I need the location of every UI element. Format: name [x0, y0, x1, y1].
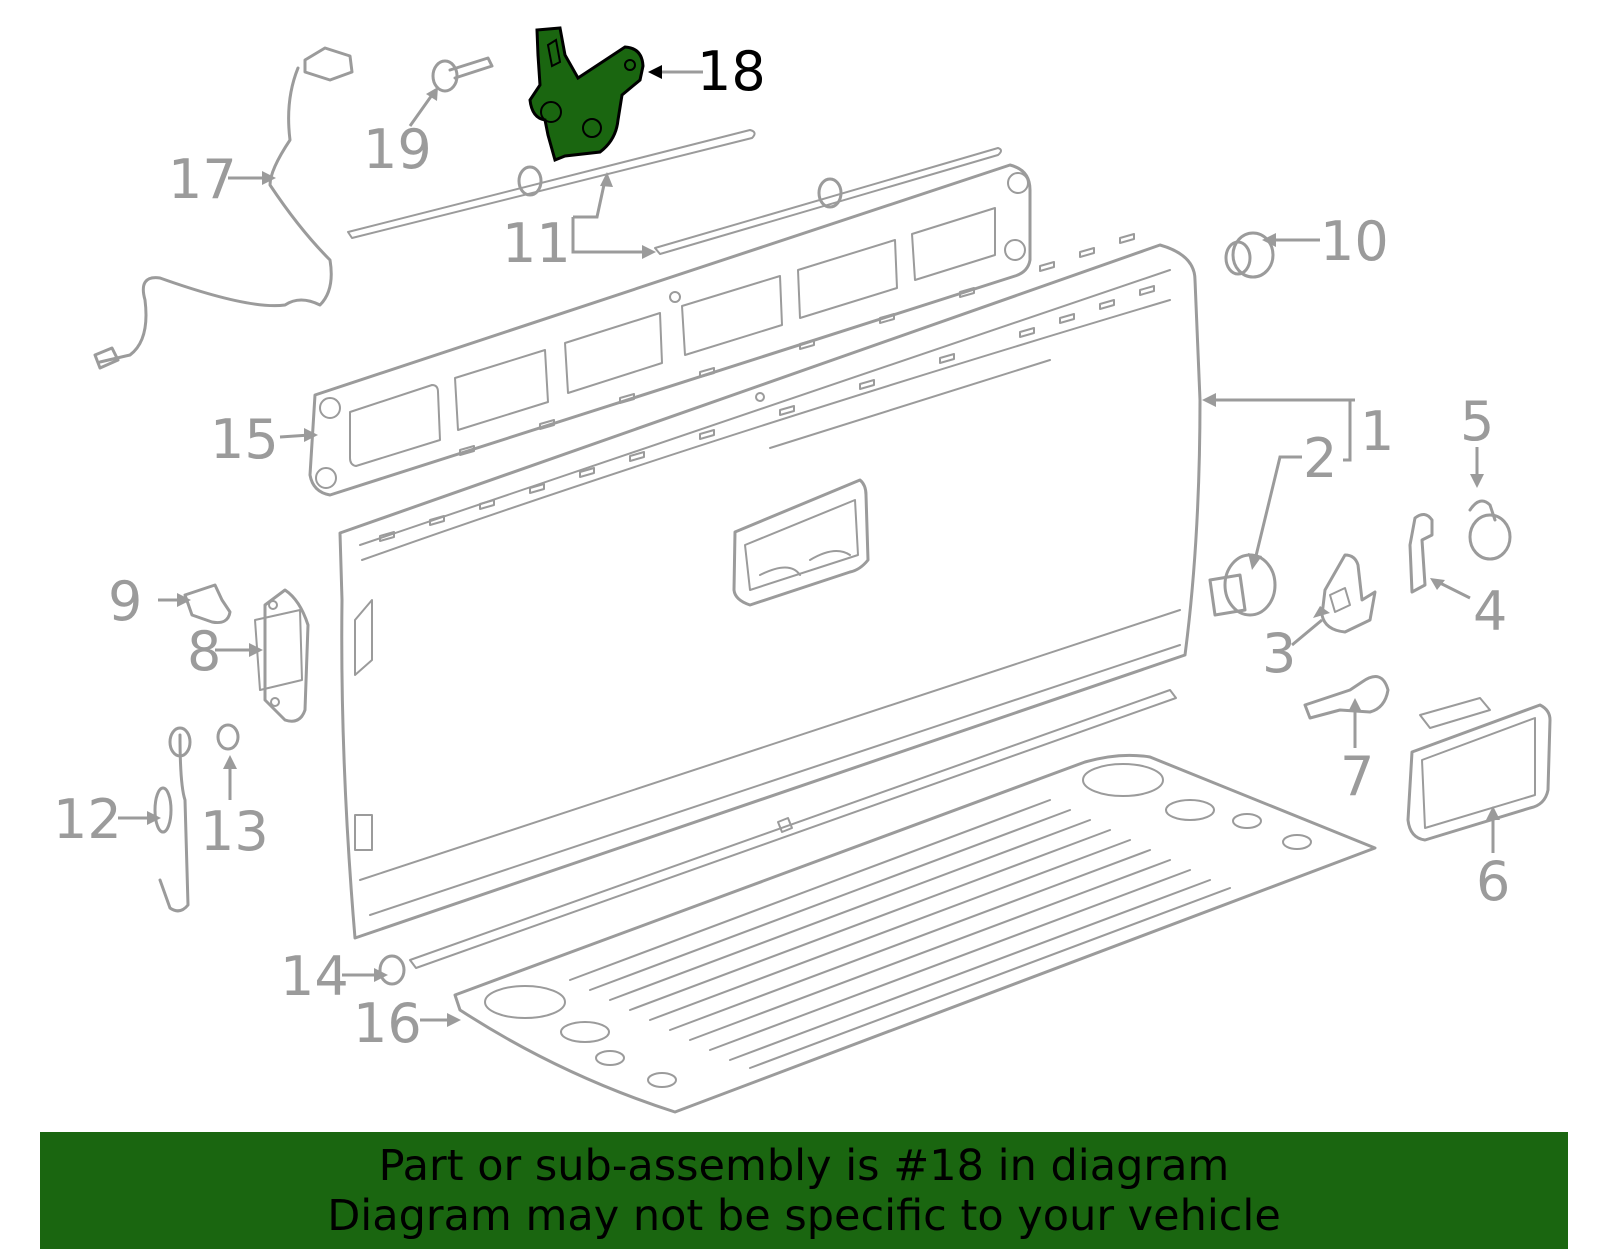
wire-harness: [93, 46, 354, 370]
arrowheads: [147, 65, 1500, 1027]
banner-line-2: Diagram may not be specific to your vehi…: [327, 1191, 1281, 1241]
pivot-bushing: [1208, 553, 1277, 617]
bumper: [183, 583, 232, 624]
callout-18: 18: [697, 40, 766, 103]
callout-16: 16: [353, 992, 422, 1055]
callout-12: 12: [53, 788, 122, 851]
striker-bracket: [1320, 553, 1377, 634]
callout-4: 4: [1473, 580, 1507, 643]
latch: [254, 588, 310, 723]
callout-15: 15: [210, 408, 279, 471]
callout-numbers: 1 2 3 4 5 6 7 8 9 10 11 12 13 14 15 16 1…: [53, 40, 1510, 1055]
callout-6: 6: [1476, 850, 1510, 913]
callout-8: 8: [187, 620, 221, 683]
upper-panel: [308, 163, 1032, 497]
callout-9: 9: [108, 570, 142, 633]
callout-1: 1: [1360, 400, 1394, 463]
callout-3: 3: [1262, 622, 1296, 685]
callout-5: 5: [1460, 390, 1494, 453]
callout-17: 17: [168, 148, 237, 211]
rods: [347, 129, 1002, 255]
callout-2: 2: [1303, 427, 1337, 490]
leader-lines: [118, 70, 1495, 1022]
tailgate-handle-pocket: [732, 478, 870, 607]
plug: [1224, 231, 1275, 279]
callout-19: 19: [363, 118, 432, 181]
clip: [1468, 499, 1512, 561]
link: [1408, 513, 1434, 594]
washer: [216, 723, 240, 751]
callout-14: 14: [280, 945, 349, 1008]
tailgate-rod: [409, 689, 1177, 969]
hinge-bracket-highlighted: [528, 26, 645, 163]
bolt: [431, 56, 494, 93]
info-banner: Part or sub-assembly is #18 in diagram D…: [40, 1132, 1568, 1249]
callout-7: 7: [1340, 745, 1374, 808]
callout-13: 13: [200, 800, 269, 863]
banner-line-1: Part or sub-assembly is #18 in diagram: [378, 1141, 1230, 1191]
tailgate-top-slots: [379, 233, 1155, 542]
callout-11: 11: [502, 212, 571, 275]
tailgate-liner: [453, 753, 1377, 1114]
support-cable: [153, 726, 192, 913]
handle: [1406, 697, 1552, 842]
nut: [378, 954, 406, 986]
callout-10: 10: [1320, 210, 1389, 273]
rod-clip: [1303, 675, 1390, 720]
tailgate-panel: [338, 233, 1202, 940]
